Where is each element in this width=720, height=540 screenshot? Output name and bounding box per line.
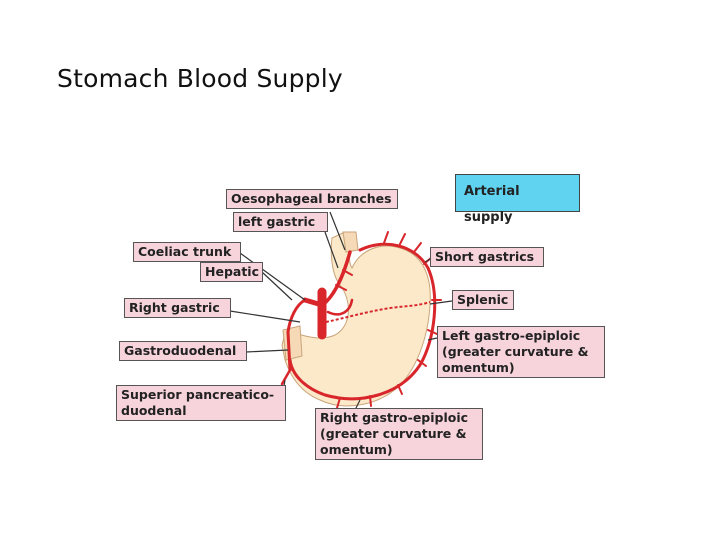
left-gastric-artery: [324, 250, 352, 304]
left-gastric-branch-1: [335, 284, 347, 291]
gastroduodenal-artery: [286, 330, 292, 372]
superior-pancreaticoduodenal-artery: [280, 368, 292, 386]
label-line: Superior pancreatico-: [121, 387, 275, 402]
gastroepiploic-branch-6: [336, 397, 341, 409]
label-right-gastro-epiploic: Right gastro-epiploic (greater curvature…: [315, 408, 483, 460]
gastroepiploic-branch-5: [369, 395, 372, 407]
lesser-curvature-artery: [326, 298, 354, 316]
hepatic-artery: [286, 298, 307, 334]
left-gastric-branch-2: [342, 269, 353, 276]
leader-right-gastric: [229, 310, 301, 323]
coeliac-trunk-artery: [302, 297, 325, 308]
leader-coeliac: [239, 252, 306, 301]
greater-curvature-artery: [288, 242, 437, 401]
label-short-gastrics: Short gastrics: [430, 247, 544, 267]
label-line: (greater curvature &: [320, 426, 467, 441]
gastroepiploic-branch-2: [427, 329, 438, 335]
short-gastric-2: [399, 233, 406, 245]
short-gastric-3: [413, 242, 422, 253]
label-coeliac-trunk: Coeliac trunk: [133, 242, 241, 262]
leader-hepatic: [261, 271, 293, 301]
leader-splenic: [429, 300, 453, 305]
leader-oesophageal: [329, 211, 346, 251]
label-oesophageal-branches: Oesophageal branches: [226, 189, 398, 209]
slide-title: Stomach Blood Supply: [57, 64, 343, 93]
label-line: omentum): [442, 360, 515, 375]
label-line: omentum): [320, 442, 393, 457]
leader-left-gastric: [324, 231, 339, 269]
label-line: (greater curvature &: [442, 344, 589, 359]
label-splenic: Splenic: [452, 290, 514, 310]
label-line: duodenal: [121, 403, 187, 418]
leader-left-gastro-epiploic: [427, 337, 438, 341]
duodenum-shape: [282, 325, 303, 361]
short-gastric-1: [383, 231, 389, 244]
splenic-artery: [325, 301, 431, 323]
legend-arterial-supply: Arterial supply: [455, 174, 580, 225]
gastroepiploic-branch-4: [397, 384, 403, 395]
gastroepiploic-branch-3: [417, 359, 427, 367]
label-left-gastric: left gastric: [233, 212, 328, 232]
label-superior-pancreaticoduodenal: Superior pancreatico- duodenal: [116, 385, 286, 421]
label-line: Right gastro-epiploic: [320, 410, 469, 425]
label-right-gastric: Right gastric: [124, 298, 231, 318]
label-gastroduodenal: Gastroduodenal: [119, 341, 247, 361]
leader-gastroduodenal: [245, 349, 289, 353]
label-hepatic: Hepatic: [200, 262, 263, 282]
oesophagus-shape: [342, 231, 359, 253]
label-left-gastro-epiploic: Left gastro-epiploic (greater curvature …: [437, 326, 605, 378]
label-line: Left gastro-epiploic: [442, 328, 581, 343]
